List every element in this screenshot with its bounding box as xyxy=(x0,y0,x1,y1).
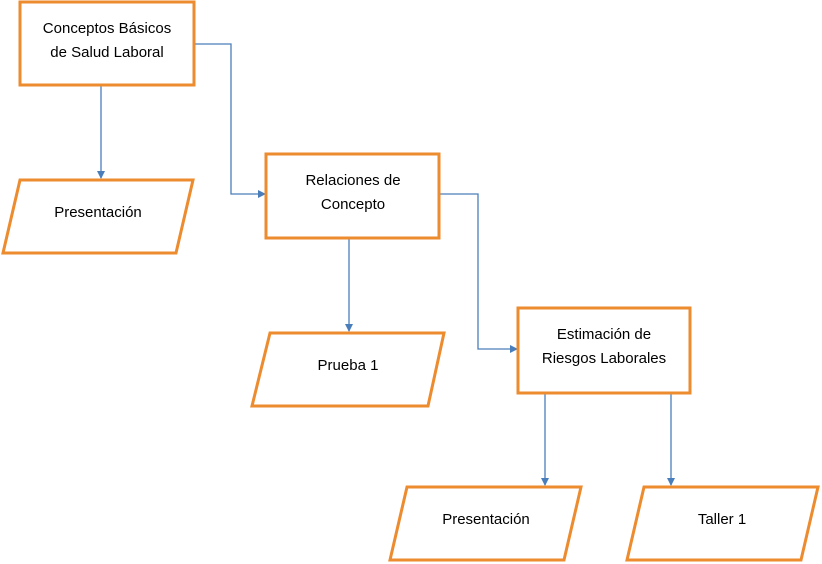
edge-conceptos-to-relaciones xyxy=(195,43,266,198)
node-taller-1-label: Taller 1 xyxy=(698,511,746,528)
node-relaciones-concepto-line-2: Concepto xyxy=(321,196,385,213)
node-prueba-1-label: Prueba 1 xyxy=(318,357,379,374)
node-conceptos-basicos-line-2: de Salud Laboral xyxy=(50,44,163,61)
node-presentacion-2-label: Presentación xyxy=(442,511,530,528)
connectors xyxy=(97,43,675,486)
node-conceptos-basicos-line-1: Conceptos Básicos xyxy=(43,20,171,37)
node-presentacion-1: Presentación xyxy=(1,178,195,255)
edge-relaciones-to-estimacion xyxy=(440,193,518,353)
node-relaciones-concepto: Relaciones de Concepto xyxy=(264,152,441,240)
node-taller-1: Taller 1 xyxy=(625,485,820,562)
node-conceptos-basicos: Conceptos Básicos de Salud Laboral xyxy=(18,0,196,87)
node-presentacion-1-label: Presentación xyxy=(54,204,142,221)
node-relaciones-concepto-line-1: Relaciones de xyxy=(305,172,400,189)
node-estimacion-riesgos: Estimación de Riesgos Laborales xyxy=(516,306,692,395)
node-presentacion-2: Presentación xyxy=(388,485,583,562)
node-estimacion-riesgos-line-1: Estimación de xyxy=(557,326,651,343)
node-estimacion-riesgos-line-2: Riesgos Laborales xyxy=(542,350,666,367)
node-prueba-1: Prueba 1 xyxy=(250,331,446,408)
